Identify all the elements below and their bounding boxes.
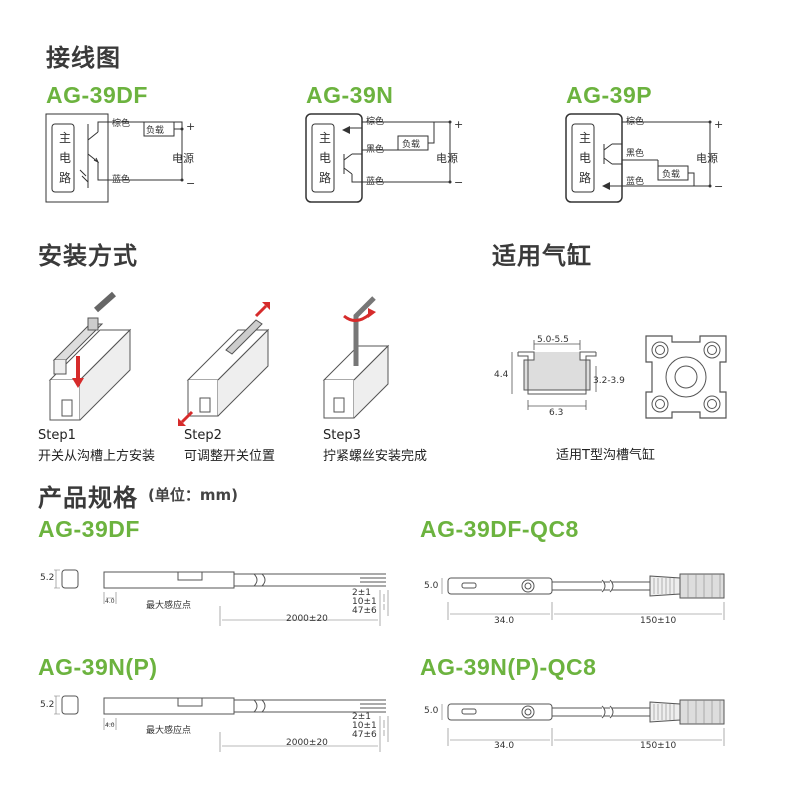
step1-illustration <box>48 291 132 421</box>
wiring-diagram-dfs <box>45 113 184 203</box>
spec3-l2: 10±1 <box>352 721 377 731</box>
minus-sign: − <box>186 177 196 190</box>
spec-drawing-4 <box>441 699 725 746</box>
load-label: 负载 <box>146 126 165 136</box>
dim-left: 4.4 <box>494 370 509 380</box>
wiring-title: 接线图 <box>46 44 121 72</box>
wire-blue-label: 蓝色 <box>112 175 131 185</box>
load-label: 负载 <box>402 140 421 150</box>
cylinder-end-face <box>645 335 727 419</box>
spec-model-2: AG-39DF-QC8 <box>420 516 579 542</box>
spec3-l1: 2±1 <box>352 712 371 722</box>
plus-sign: + <box>186 120 196 133</box>
wire-black-label: 黑色 <box>626 149 645 159</box>
power-label: 电源 <box>696 152 718 165</box>
power-label: 电源 <box>172 152 194 165</box>
dim-bottom: 6.3 <box>549 408 564 418</box>
spec1-cable: 2000±20 <box>286 614 328 624</box>
plus-sign: + <box>454 118 464 131</box>
dim-right: 3.2-3.9 <box>593 376 625 386</box>
main-circuit-char-3: 路 <box>58 171 71 185</box>
install-title: 安装方式 <box>38 242 138 270</box>
spec1-max-point: 最大感应点 <box>146 601 192 611</box>
spec-model-3: AG-39N(P) <box>38 654 158 680</box>
t-slot-profile <box>511 340 597 410</box>
wiring-diagram-p <box>565 113 712 203</box>
specs-unit: (单位：mm) <box>148 486 238 504</box>
step2-illustration <box>178 302 270 426</box>
step1-desc: 开关从沟槽上方安装 <box>38 449 156 464</box>
wire-blue-label: 蓝色 <box>366 177 385 187</box>
plus-sign: + <box>714 118 724 131</box>
spec3-offset: 4.0 <box>105 722 115 729</box>
main-circuit-char-1: 主 <box>58 131 71 145</box>
spec-drawing-3 <box>54 695 389 752</box>
spec1-l3: 47±6 <box>352 606 377 616</box>
wiring-model-1: AG-39DF <box>46 82 148 108</box>
spec1-offset: 4.0 <box>105 598 115 605</box>
main-circuit-char-2: 电 <box>578 151 591 165</box>
main-circuit-char-2: 电 <box>58 151 71 165</box>
spec2-height: 5.0 <box>424 581 439 591</box>
spec-drawing-2 <box>441 573 725 620</box>
wire-blue-label: 蓝色 <box>626 177 645 187</box>
main-circuit-char-3: 路 <box>318 171 331 185</box>
spec-drawing-1 <box>54 569 389 626</box>
spec-model-4: AG-39N(P)-QC8 <box>420 654 597 680</box>
step2-desc: 可调整开关位置 <box>184 449 276 464</box>
spec3-l3: 47±6 <box>352 730 377 740</box>
spec-model-1: AG-39DF <box>38 516 140 542</box>
spec3-height: 5.2 <box>40 700 55 710</box>
main-circuit-char-2: 电 <box>318 151 331 165</box>
wire-black-label: 黑色 <box>366 145 385 155</box>
wiring-model-2: AG-39N <box>306 82 394 108</box>
main-circuit-char-1: 主 <box>318 131 331 145</box>
dim-top: 5.0-5.5 <box>537 335 569 345</box>
spec2-body: 34.0 <box>494 616 515 626</box>
spec4-cable: 150±10 <box>640 741 677 751</box>
spec1-l1: 2±1 <box>352 588 371 598</box>
wire-brown-label: 棕色 <box>366 117 385 127</box>
cylinder-caption: 适用T型沟槽气缸 <box>556 448 655 463</box>
spec4-height: 5.0 <box>424 706 439 716</box>
step3-illustration <box>322 296 390 419</box>
wire-brown-label: 棕色 <box>112 119 131 129</box>
load-label: 负载 <box>662 170 681 180</box>
main-circuit-char-1: 主 <box>578 131 591 145</box>
minus-sign: − <box>454 176 464 189</box>
main-circuit-char-3: 路 <box>578 171 591 185</box>
minus-sign: − <box>714 180 724 193</box>
step3-desc: 拧紧螺丝安装完成 <box>323 449 428 464</box>
spec4-body: 34.0 <box>494 741 515 751</box>
step2-label: Step2 <box>184 428 222 443</box>
wiring-diagram-n <box>305 113 452 203</box>
wiring-model-3: AG-39P <box>566 82 653 108</box>
step1-label: Step1 <box>38 428 76 443</box>
specs-title: 产品规格 <box>38 484 138 512</box>
wire-brown-label: 棕色 <box>626 117 645 127</box>
spec3-cable: 2000±20 <box>286 738 328 748</box>
spec2-cable: 150±10 <box>640 616 677 626</box>
spec1-height: 5.2 <box>40 573 55 583</box>
power-label: 电源 <box>436 152 458 165</box>
spec1-l2: 10±1 <box>352 597 377 607</box>
step3-label: Step3 <box>323 428 361 443</box>
spec3-max-point: 最大感应点 <box>146 726 192 736</box>
cylinder-title: 适用气缸 <box>492 242 592 270</box>
